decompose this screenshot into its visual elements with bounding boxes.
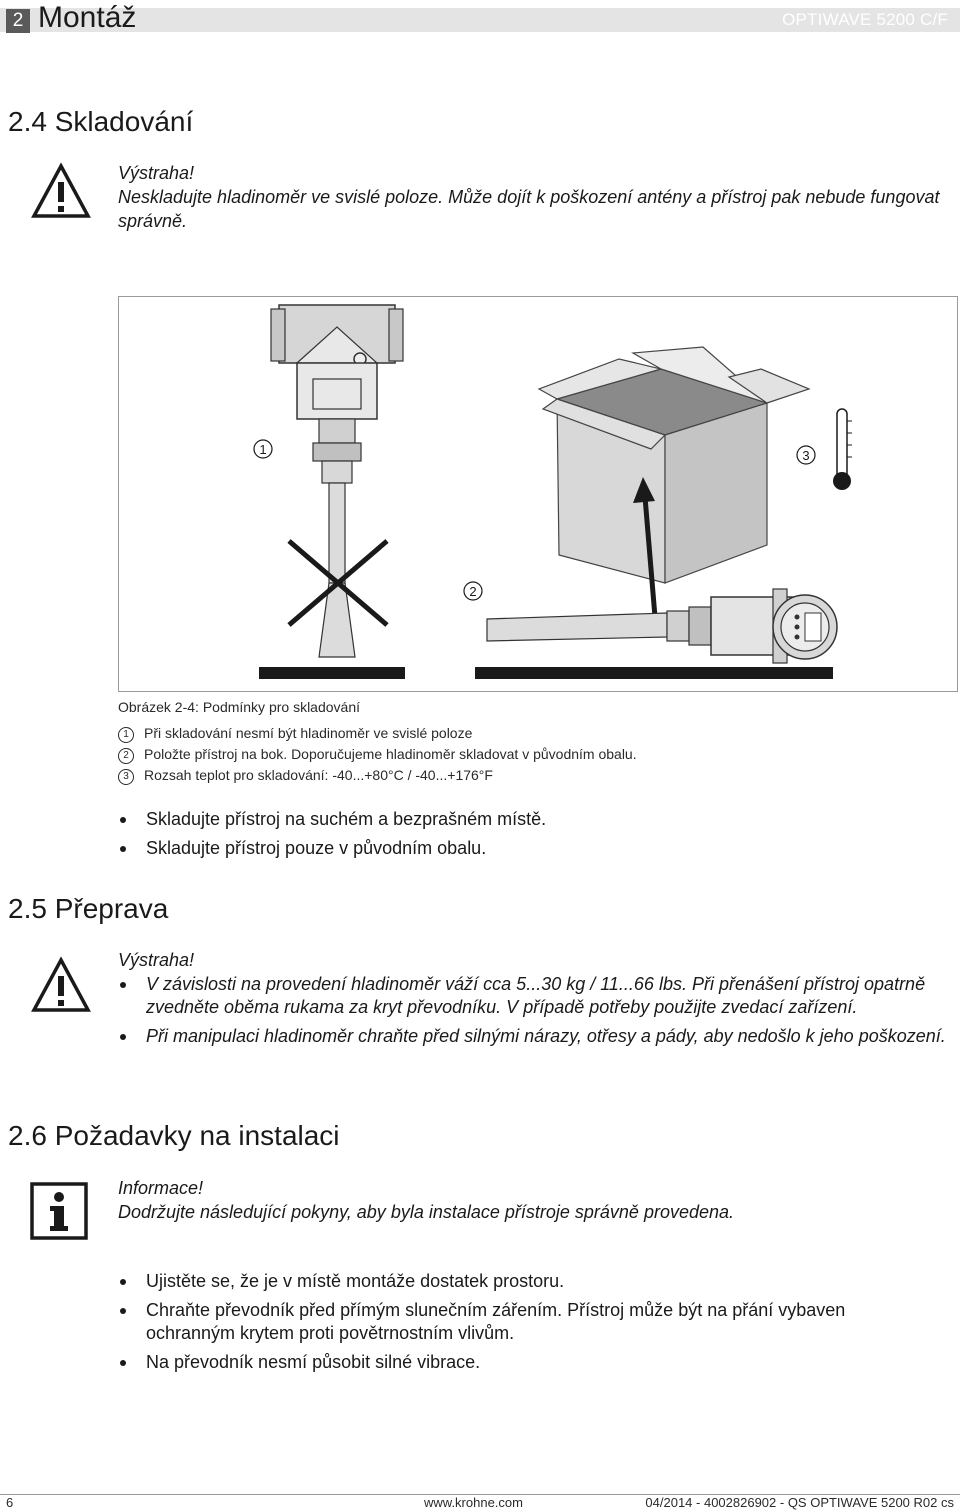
warning-storage: Výstraha! Neskladujte hladinoměr ve svis…: [118, 161, 948, 233]
storage-illustration: 1 2 3: [253, 304, 852, 679]
floor-bar-left: [259, 667, 405, 679]
original-packaging-box: [537, 346, 811, 584]
legend-item: 1 Při skladování nesmí být hladinoměr ve …: [118, 723, 948, 744]
floor-bar-right: [475, 667, 833, 679]
warning-label: Výstraha!: [118, 163, 195, 183]
list-item: Skladujte přístroj na suchém a bezprašné…: [118, 808, 948, 831]
vertical-gauge-illustration: [270, 304, 404, 658]
section-title-transport: 2.5 Přeprava: [8, 893, 169, 924]
marker-2-label: 2: [469, 584, 476, 599]
warning-icon: [31, 956, 91, 1012]
section-title-install: 2.6 Požadavky na instalaci: [8, 1120, 340, 1151]
legend-text: Rozsah teplot pro skladování: -40...+80°…: [144, 767, 493, 783]
list-item: Ujistěte se, že je v místě montáže dosta…: [118, 1270, 938, 1293]
warning-text: Neskladujte hladinoměr ve svislé poloze.…: [118, 187, 940, 231]
install-requirements: Ujistěte se, že je v místě montáže dosta…: [118, 1270, 938, 1380]
legend-num: 2: [118, 748, 134, 764]
thermometer-icon: [833, 408, 852, 490]
section-title-storage: 2.4 Skladování: [8, 106, 194, 137]
header-bar: [0, 8, 960, 32]
arrow-into-box: [633, 477, 658, 618]
horizontal-gauge-illustration: [486, 588, 838, 664]
list-item: Na převodník nesmí působit silné vibrace…: [118, 1351, 938, 1374]
figure-storage-conditions: 1 2 3: [118, 296, 958, 692]
transport-warning-list: V závislosti na provedení hladinoměr váž…: [118, 973, 948, 1048]
legend-item: 2 Položte přístroj na bok. Doporučujeme h…: [118, 744, 948, 765]
legend-num: 1: [118, 727, 134, 743]
figure-caption: Obrázek 2-4: Podmínky pro skladování: [118, 699, 361, 715]
info-text: Dodržujte následující pokyny, aby byla i…: [118, 1202, 735, 1222]
list-item: Chraňte převodník před přímým slunečním …: [118, 1299, 938, 1345]
marker-3-label: 3: [802, 448, 809, 463]
page-number: 6: [6, 1495, 14, 1510]
figure-marker-2: 2: [463, 581, 483, 601]
marker-1-label: 1: [259, 442, 266, 457]
list-item: Při manipulaci hladinoměr chraňte před s…: [118, 1025, 948, 1048]
chapter-number: 2: [6, 9, 30, 33]
list-item: Skladujte přístroj pouze v původním obal…: [118, 837, 948, 860]
footer-doc-ref: 04/2014 - 4002826902 - QS OPTIWAVE 5200 …: [645, 1495, 954, 1510]
info-icon: [30, 1182, 88, 1240]
info-install: Informace! Dodržujte následující pokyny,…: [118, 1176, 948, 1224]
legend-text: Při skladování nesmí být hladinoměr ve s…: [144, 725, 473, 741]
legend-num: 3: [118, 769, 134, 785]
warning-icon: [31, 162, 91, 218]
figure-marker-3: 3: [796, 445, 816, 465]
legend-text: Položte přístroj na bok. Doporučujeme hl…: [144, 746, 637, 762]
product-name: OPTIWAVE 5200 C/F: [782, 10, 948, 29]
figure-marker-1: 1: [253, 439, 273, 459]
chapter-title: Montáž: [38, 1, 137, 34]
storage-instructions: Skladujte přístroj na suchém a bezprašné…: [118, 808, 948, 866]
footer-rule: [0, 1494, 960, 1495]
prohibited-cross-mark: [287, 539, 389, 627]
figure-legend: 1 Při skladování nesmí být hladinoměr ve …: [118, 723, 948, 786]
warning-label: Výstraha!: [118, 950, 195, 970]
info-label: Informace!: [118, 1178, 204, 1198]
legend-item: 3 Rozsah teplot pro skladování: -40...+80…: [118, 765, 948, 786]
warning-transport: Výstraha! V závislosti na provedení hlad…: [118, 948, 948, 1054]
list-item: V závislosti na provedení hladinoměr váž…: [118, 973, 948, 1019]
footer-website: www.krohne.com: [424, 1495, 523, 1510]
